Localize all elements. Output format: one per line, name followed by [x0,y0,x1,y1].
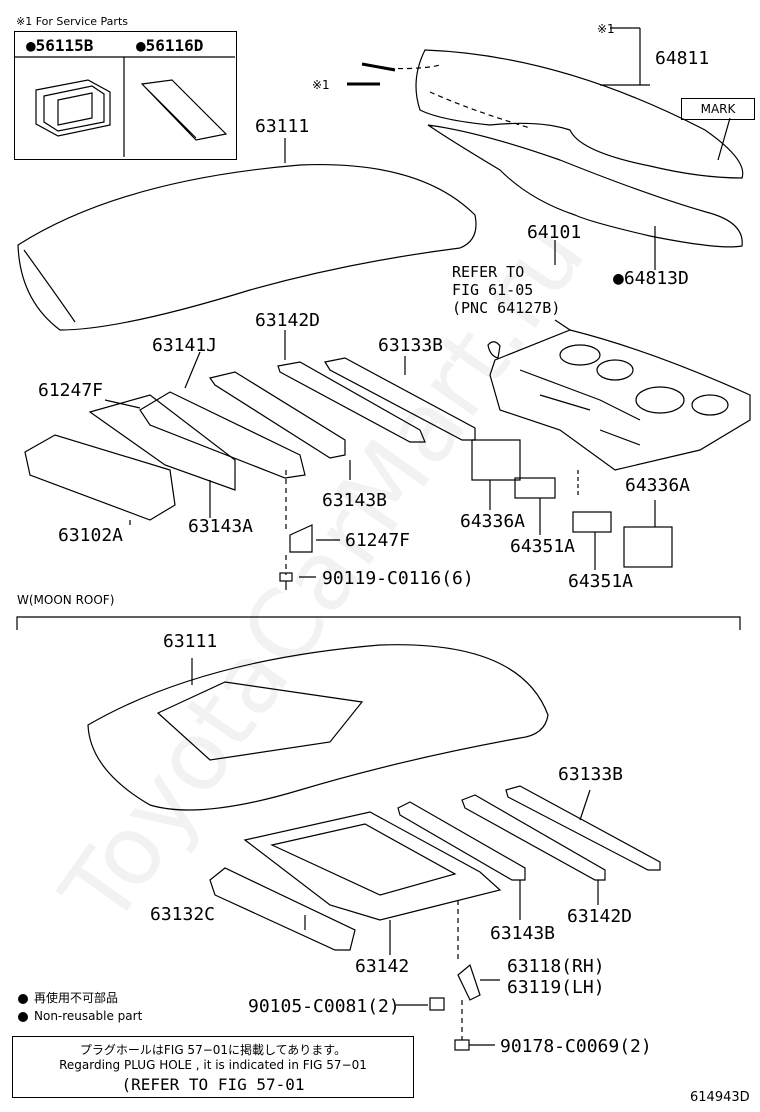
part-label-63118: 63118(RH) [507,956,605,977]
part-56115B-label: ●56115B [26,36,94,55]
legend-jp: 再使用不可部品 [18,989,118,1006]
part-label-63142: 63142 [355,956,410,977]
part-label-63143B-top: 63143B [322,490,388,511]
plug-hole-note-box: プラグホールはFIG 57−01に掲載してあります。 Regarding PLU… [12,1036,414,1098]
part-label-64336A-right: 64336A [625,475,691,496]
part-label-63111-top: 63111 [255,116,310,137]
part-label-63143A: 63143A [188,516,254,537]
note-jp: プラグホールはFIG 57−01に掲載してあります。 [79,1043,347,1057]
part-label-63132C: 63132C [150,904,216,925]
service-part-56115B-sketch [35,79,111,137]
part-label-64336A-left: 64336A [460,511,526,532]
legend-jp-text: 再使用不可部品 [34,991,119,1005]
bullet-icon [18,1011,28,1022]
service-part-56116D-sketch [140,79,228,141]
part-label-64351A-left: 64351A [510,536,576,557]
part-label-63143B-bottom: 63143B [490,923,556,944]
service-parts-box [14,31,237,160]
note-refer: (REFER TO FIG 57-01 [121,1075,305,1094]
part-label-64101: 64101 [527,222,582,243]
part-label-90105: 90105-C0081(2) [248,996,400,1017]
part-label-61247F-bottom: 61247F [345,530,411,551]
part-56116D-label: ●56116D [136,36,204,55]
part-label-64811: 64811 [655,48,710,69]
refer-note: REFER TO FIG 61-05 (PNC 64127B) [452,263,561,317]
part-label-63141J: 63141J [152,335,218,356]
section-label-moon-roof: W(MOON ROOF) [17,593,115,607]
pad-64336A-right-shape [623,526,673,568]
part-label-63102A: 63102A [58,525,124,546]
part-label-61247F-left: 61247F [38,380,104,401]
service-parts-title: ※1 For Service Parts [16,15,128,28]
part-label-63133B-top: 63133B [378,335,444,356]
roof-panel-top-shape [17,163,477,331]
part-label-90178: 90178-C0069(2) [500,1036,652,1057]
part-label-90119: 90119-C0116(6) [322,568,474,589]
roof-panel-moonroof-shape [87,644,549,811]
legend-en-text: Non-reusable part [34,1009,143,1023]
bullet-icon [18,993,28,1004]
figure-code: 614943D [690,1090,750,1105]
part-label-63142D-bottom: 63142D [567,906,633,927]
part-label-63111-bottom: 63111 [163,631,218,652]
part-label-64813D: ●64813D [613,268,689,289]
moonroof-housing-shape [243,811,502,921]
part-label-63142D-top: 63142D [255,310,321,331]
part-label-64351A-right: 64351A [568,571,634,592]
service-mark-2: ※1 [312,78,330,92]
back-window-glass-shape [415,49,744,179]
mark-label: MARK [681,98,755,120]
note-en: Regarding PLUG HOLE , it is indicated in… [59,1058,367,1072]
pad-64336A-left-shape [471,439,521,481]
package-tray-panel-shape [489,329,751,471]
service-mark-1: ※1 [597,22,615,36]
part-label-63133B-bottom: 63133B [558,764,624,785]
front-header-63102A-shape [24,434,176,521]
legend-en: Non-reusable part [18,1009,142,1023]
part-label-63119: 63119(LH) [507,977,605,998]
